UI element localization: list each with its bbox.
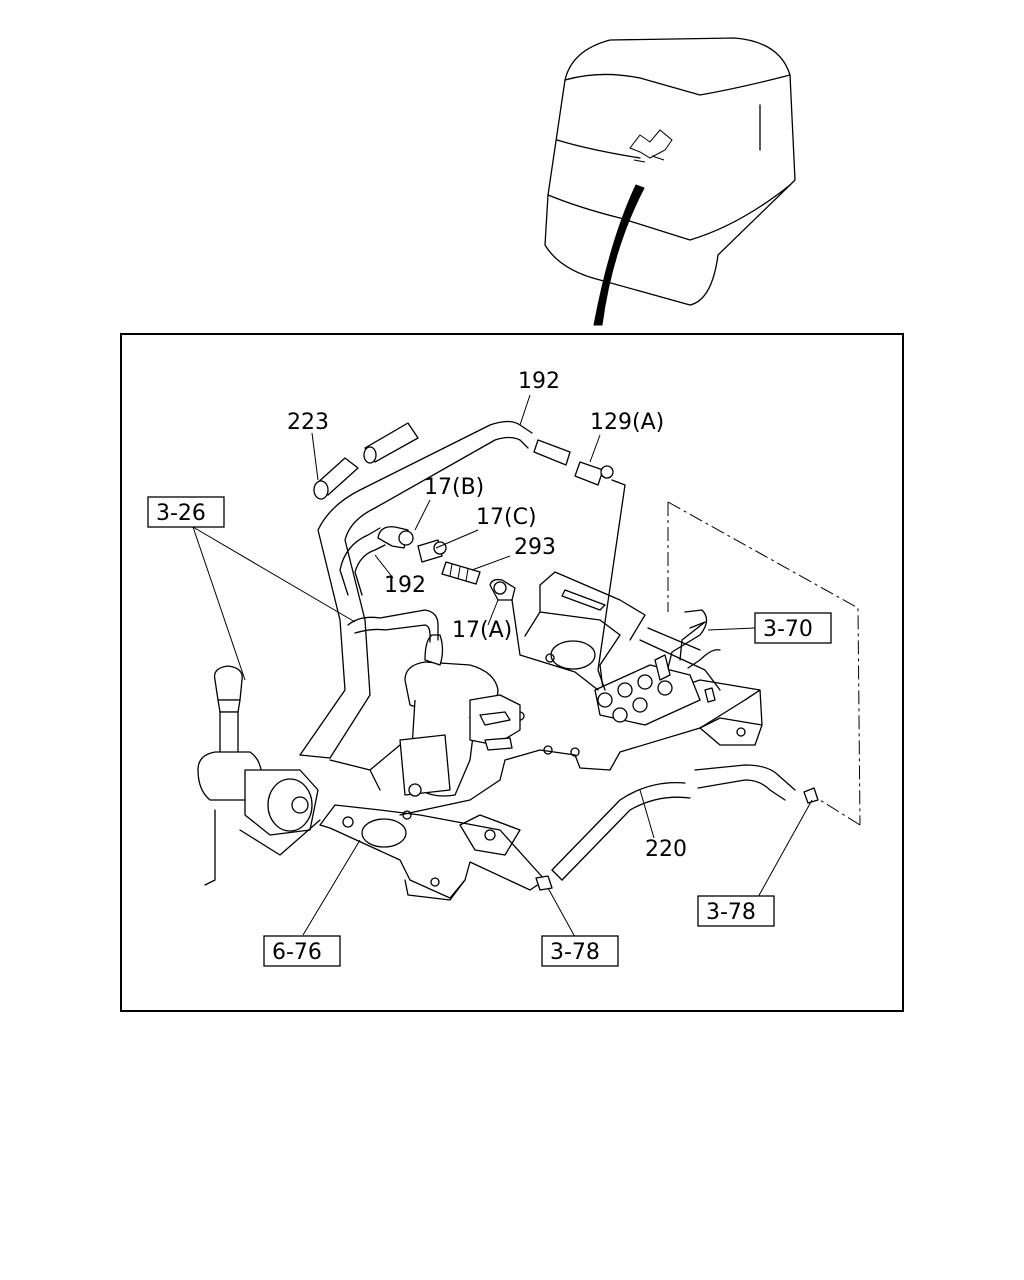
ref-3-78-right: 3-78	[697, 895, 775, 927]
label-17c: 17(C)	[476, 505, 537, 530]
svg-text:3-78: 3-78	[706, 900, 756, 925]
label-192-top: 192	[518, 369, 560, 394]
svg-text:3-78: 3-78	[550, 940, 600, 965]
left-actuator	[197, 665, 321, 886]
panel-outline	[667, 501, 861, 826]
label-17b: 17(B)	[424, 475, 484, 500]
actuator-assembly	[329, 634, 521, 797]
label-129a: 129(A)	[590, 410, 664, 435]
label-220: 220	[645, 837, 687, 862]
valve-manifold	[594, 654, 716, 726]
svg-text:3-70: 3-70	[763, 617, 813, 642]
label-17a: 17(A)	[452, 618, 512, 643]
label-223: 223	[287, 410, 329, 435]
ref-3-70: 3-70	[754, 612, 832, 644]
label-293: 293	[514, 535, 556, 560]
truck-cab-illustration	[544, 37, 796, 326]
hoses	[299, 420, 796, 881]
mounting-bracket	[319, 571, 763, 901]
small-parts	[313, 422, 819, 891]
ref-3-78-bottom: 3-78	[541, 935, 619, 967]
svg-text:3-26: 3-26	[156, 501, 206, 526]
detail-frame	[120, 333, 904, 1012]
svg-text:6-76: 6-76	[272, 940, 322, 965]
ref-3-26: 3-26	[147, 496, 225, 528]
label-192-mid: 192	[384, 573, 426, 598]
ref-6-76: 6-76	[263, 935, 341, 967]
leader-lines	[192, 394, 813, 938]
